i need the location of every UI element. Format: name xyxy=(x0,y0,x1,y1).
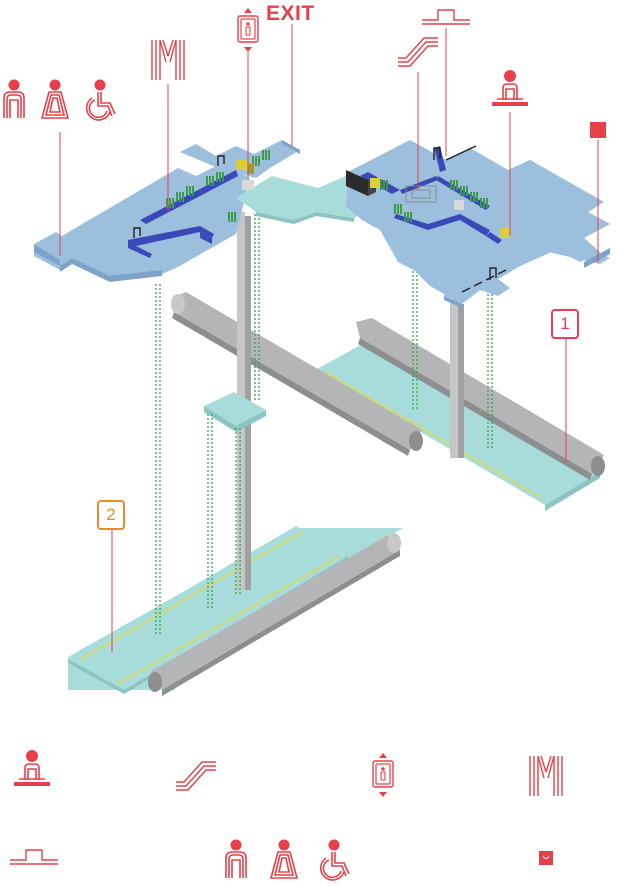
legend-information-icon xyxy=(13,749,51,787)
information-icon xyxy=(491,69,529,107)
ticket-counter-icon xyxy=(421,9,471,25)
concourse-floor xyxy=(34,140,610,308)
ticket-gate-icon xyxy=(151,39,185,81)
wheelchair-icon xyxy=(85,78,116,121)
legend-elevator-icon xyxy=(372,752,394,798)
legend-ticket-gate-icon xyxy=(529,755,563,797)
ticket-machine-left xyxy=(236,160,254,190)
exit-label: EXIT xyxy=(266,2,315,25)
transfer-tube xyxy=(171,292,423,456)
ticket-machines-right xyxy=(370,178,510,238)
track-tube-2 xyxy=(148,533,401,696)
leader-lines xyxy=(59,24,599,652)
toilet-women-icon xyxy=(41,78,69,119)
escalator-icon xyxy=(397,37,439,67)
escalator-links xyxy=(155,214,493,636)
legend-escalator-icon xyxy=(175,761,217,791)
legend-ticket-counter-icon xyxy=(9,849,59,865)
legend-shop-icon xyxy=(539,851,553,865)
platform-2-label: 2 xyxy=(97,500,125,530)
mid-landing xyxy=(204,392,266,432)
gate-frames-right xyxy=(433,145,507,293)
elevator-icon xyxy=(237,7,259,53)
legend-wheelchair-icon xyxy=(319,838,350,881)
toilet-men-icon xyxy=(3,78,25,119)
track-tube-1 xyxy=(356,318,605,480)
shop-icon xyxy=(590,122,606,138)
platform-1-label: 1 xyxy=(551,309,579,339)
gate-frames-left xyxy=(133,155,225,238)
legend-toilet-women-icon xyxy=(270,838,298,879)
legend-toilet-men-icon xyxy=(225,838,247,879)
